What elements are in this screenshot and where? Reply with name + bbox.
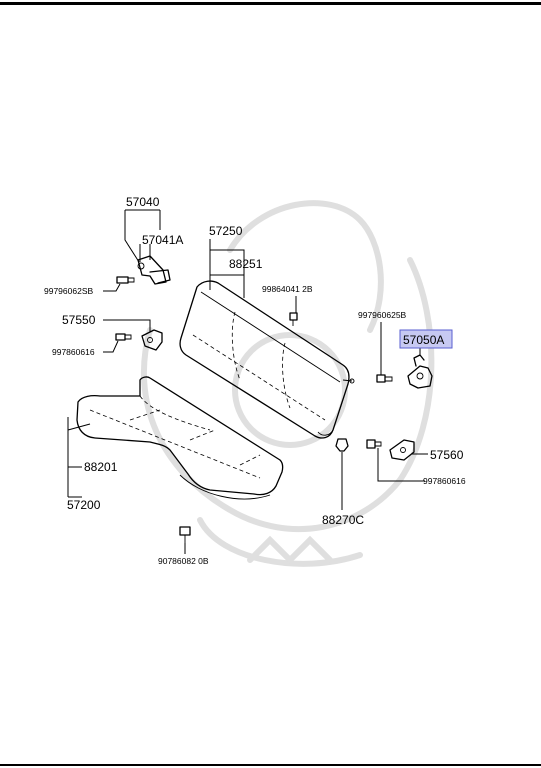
lock-assembly[interactable] — [407, 354, 433, 389]
bolt-upper-left[interactable] — [116, 276, 135, 284]
bracket-right[interactable] — [389, 439, 415, 461]
label-88201[interactable]: 88201 — [84, 460, 118, 474]
top-rule — [0, 2, 541, 5]
label-57200[interactable]: 57200 — [67, 498, 101, 512]
label-57250[interactable]: 57250 — [209, 224, 243, 238]
label-88270c[interactable]: 88270C — [322, 513, 364, 527]
label-997960625b[interactable]: 997960625B — [358, 310, 407, 320]
label-57550[interactable]: 57550 — [62, 313, 96, 327]
seat-cushion[interactable] — [76, 376, 284, 500]
label-57560[interactable]: 57560 — [430, 448, 464, 462]
label-57040[interactable]: 57040 — [126, 195, 160, 209]
hinge-bracket[interactable] — [137, 255, 171, 285]
watermark-emblem — [140, 200, 435, 567]
label-998640412b[interactable]: 99864041 2B — [262, 284, 313, 294]
bolt-top-center[interactable] — [289, 312, 298, 326]
clip[interactable] — [335, 438, 349, 452]
highlight-box — [399, 329, 453, 349]
bolt-left[interactable] — [115, 333, 132, 341]
bolt-bottom[interactable] — [179, 526, 191, 543]
label-57050a[interactable]: 57050A — [403, 333, 444, 347]
bolt-right-upper[interactable] — [376, 374, 393, 383]
bracket-left[interactable] — [141, 329, 163, 351]
label-997860616-left[interactable]: 997860616 — [52, 347, 95, 357]
bolt-right-lower[interactable] — [366, 439, 382, 449]
seat-back[interactable] — [179, 280, 355, 439]
label-99796062sb[interactable]: 99796062SB — [44, 286, 93, 296]
bottom-rule — [0, 764, 541, 766]
label-997860616-right[interactable]: 997860616 — [423, 476, 466, 486]
label-57041a[interactable]: 57041A — [142, 233, 183, 247]
label-907860820b[interactable]: 90786082 0B — [158, 556, 209, 566]
label-88251[interactable]: 88251 — [229, 257, 263, 271]
